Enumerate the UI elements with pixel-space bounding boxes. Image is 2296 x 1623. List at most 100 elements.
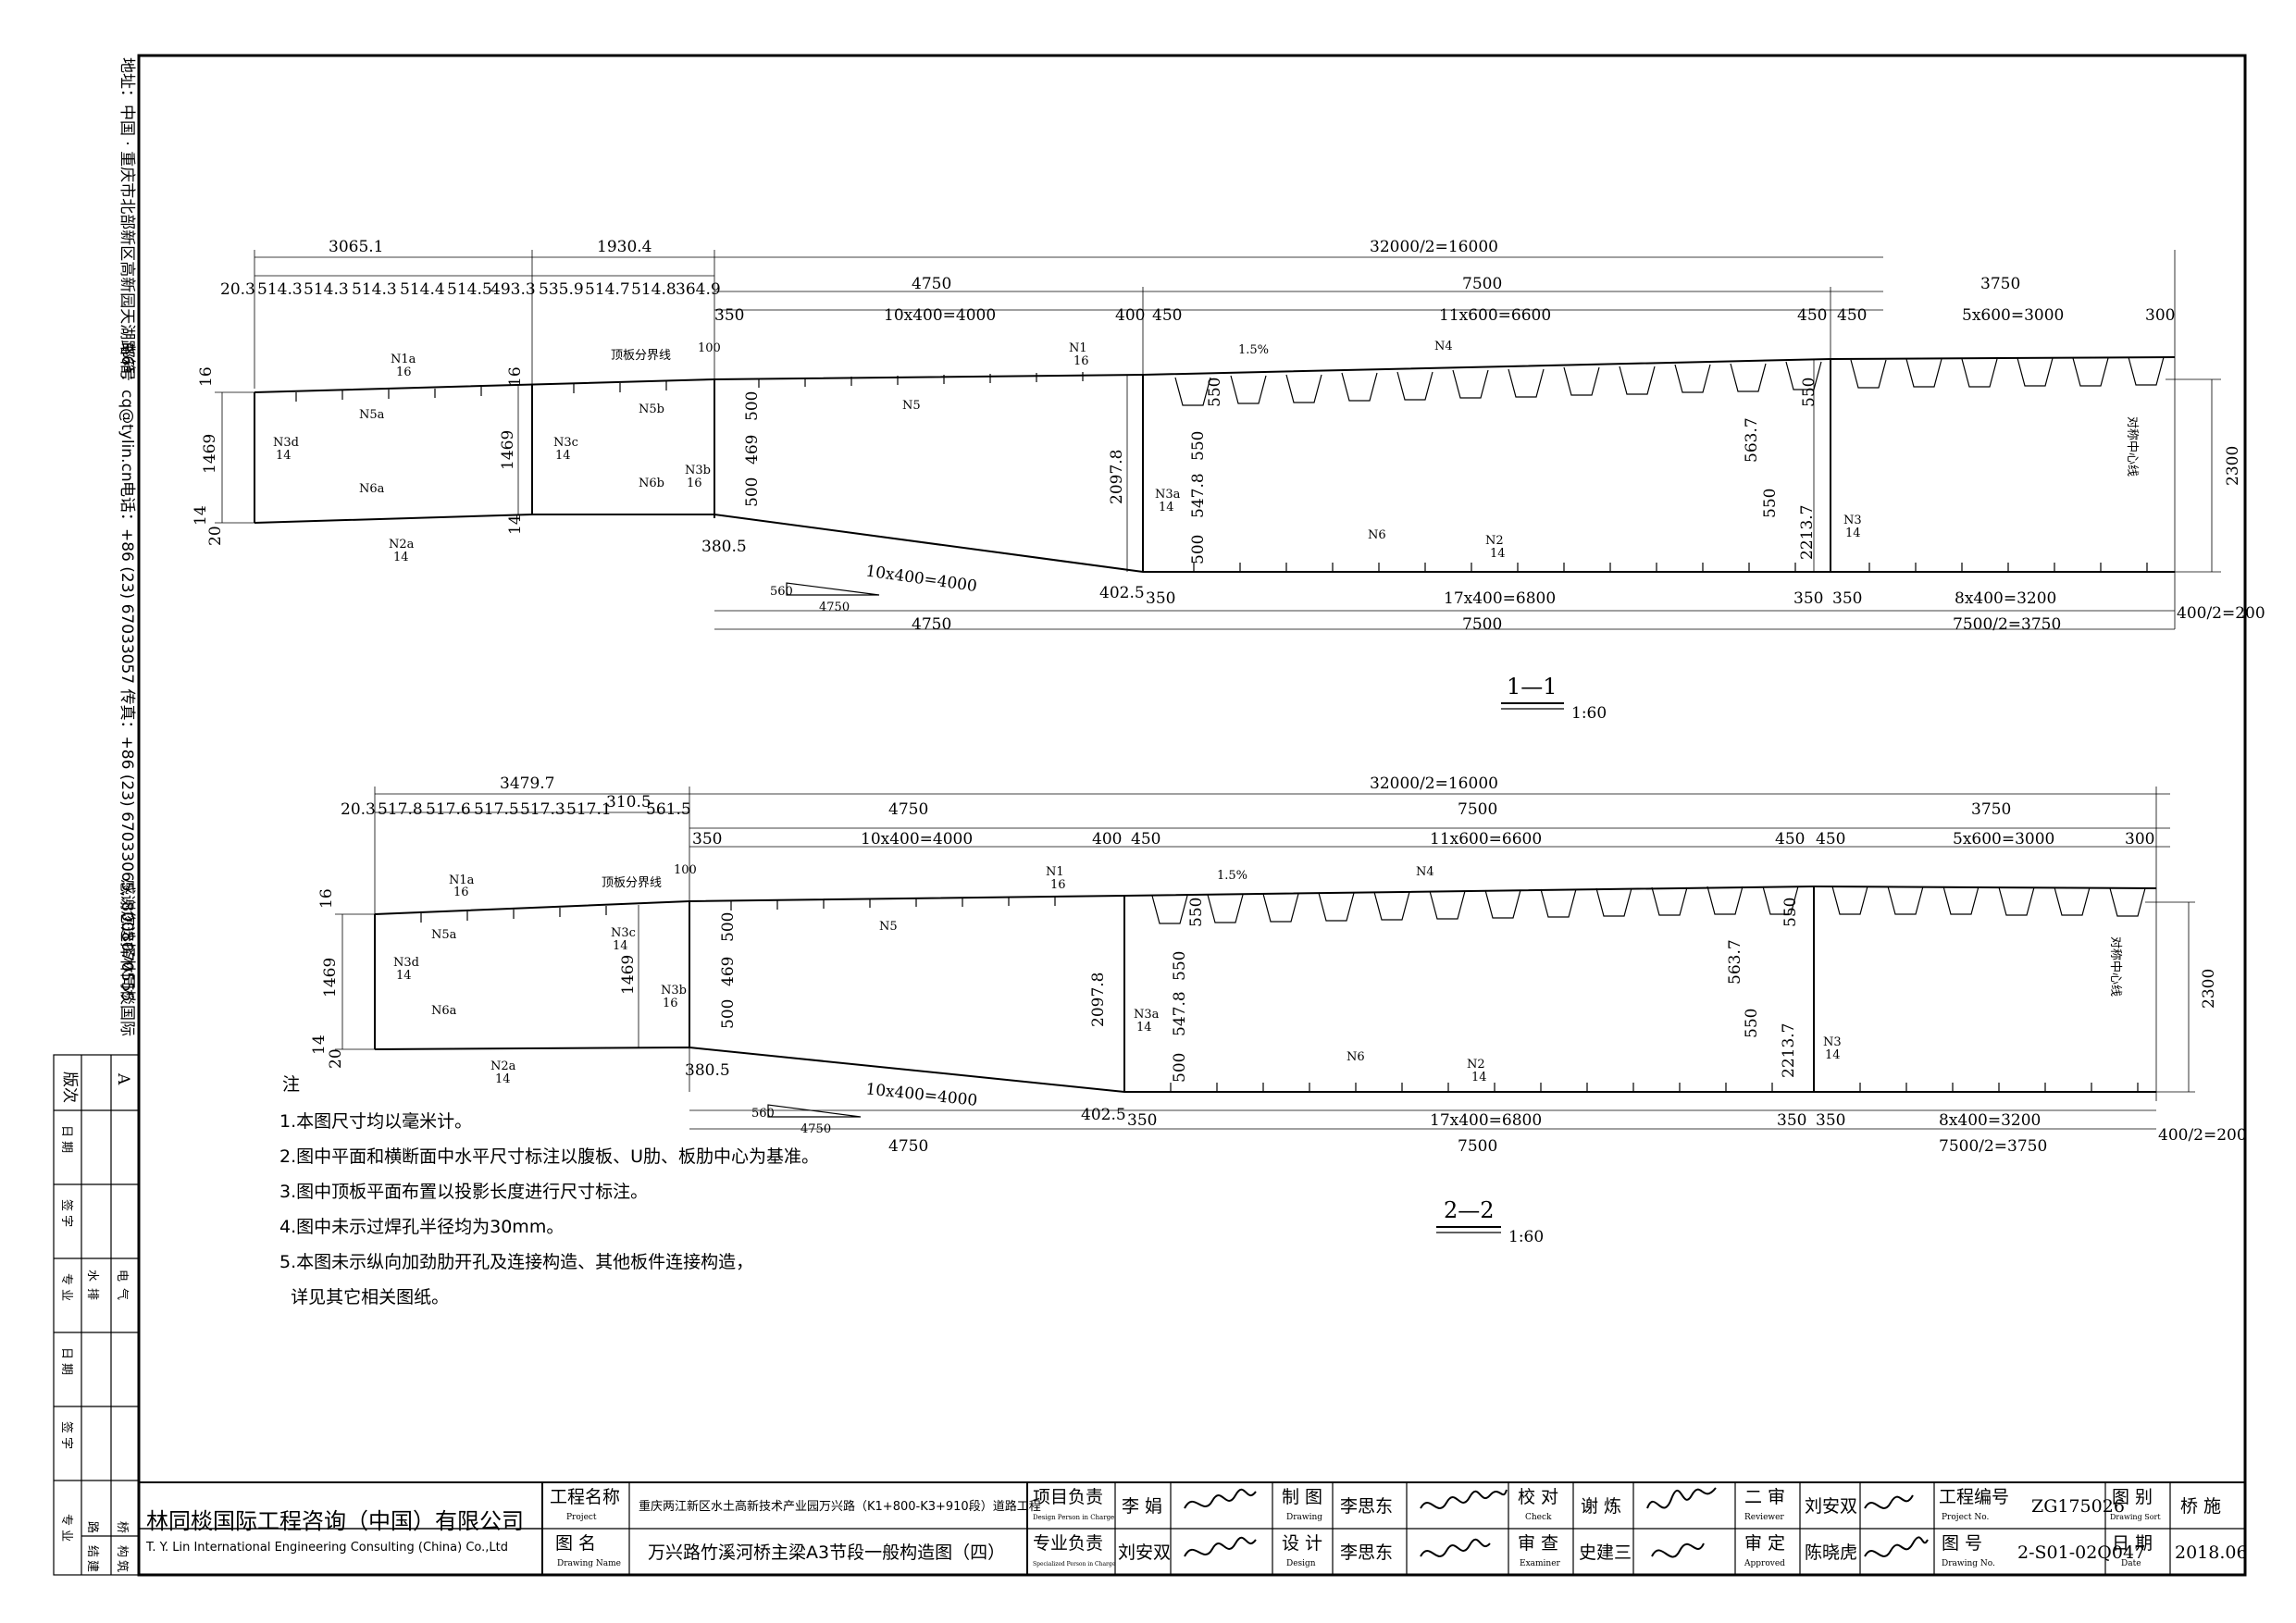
svg-text:10x400=4000: 10x400=4000 [884, 306, 996, 325]
svg-text:16: 16 [1074, 354, 1089, 368]
svg-text:气: 气 [115, 1288, 130, 1300]
svg-text:项目负责: 项目负责 [1033, 1487, 1103, 1507]
svg-text:14: 14 [555, 449, 571, 463]
signature-drawing [1184, 1488, 1257, 1557]
svg-text:14: 14 [1490, 547, 1506, 561]
svg-text:建: 建 [85, 1560, 99, 1572]
svg-text:1469: 1469 [201, 434, 219, 474]
svg-text:450: 450 [1797, 306, 1827, 325]
svg-text:N5b: N5b [639, 403, 664, 416]
title-block: 林同棪国际工程咨询（中国）有限公司 T. Y. Lin Internationa… [138, 1481, 2248, 1576]
sec1-dim-lines [254, 250, 2221, 630]
svg-text:专业负责: 专业负责 [1033, 1533, 1103, 1554]
svg-text:10x400=4000: 10x400=4000 [864, 1080, 978, 1110]
svg-text:550: 550 [1743, 1009, 1761, 1038]
svg-text:16: 16 [506, 366, 525, 387]
svg-text:Design Person in Charge: Design Person in Charge [1033, 1514, 1114, 1521]
sec1-seg-dims: 20.3 514.3 514.3 514.3 514.4 514.5 493.3… [220, 280, 721, 299]
svg-text:14: 14 [506, 514, 525, 535]
svg-text:2097.8: 2097.8 [1108, 450, 1126, 504]
svg-text:32000/2=16000: 32000/2=16000 [1370, 774, 1498, 793]
svg-text:14: 14 [495, 1072, 511, 1086]
svg-text:李 娟: 李 娟 [1122, 1496, 1162, 1517]
svg-text:Drawing: Drawing [1286, 1513, 1322, 1522]
svg-text:签 字: 签 字 [59, 1199, 74, 1227]
sec1-plates [254, 356, 2176, 573]
svg-text:N3a: N3a [1134, 1008, 1160, 1022]
svg-text:排: 排 [85, 1288, 99, 1300]
svg-text:路: 路 [85, 1521, 100, 1533]
svg-text:N6a: N6a [431, 1004, 457, 1018]
svg-text:Design: Design [1286, 1559, 1316, 1568]
svg-text:Project No.: Project No. [1942, 1513, 1990, 1522]
svg-text:517.6: 517.6 [426, 800, 471, 819]
svg-text:563.7: 563.7 [1743, 417, 1761, 463]
svg-text:图 名: 图 名 [555, 1533, 596, 1554]
svg-text:N6a: N6a [359, 482, 385, 496]
side-mail: 邮箱：cq@tylin.cn [118, 342, 136, 482]
svg-text:2213.7: 2213.7 [1798, 505, 1817, 560]
svg-text:517.5: 517.5 [474, 800, 519, 819]
svg-text:Date: Date [2121, 1559, 2141, 1568]
svg-text:结: 结 [85, 1545, 99, 1557]
svg-text:图 别: 图 别 [2112, 1487, 2153, 1507]
company-name-en: T. Y. Lin International Engineering Cons… [145, 1541, 508, 1555]
svg-text:402.5: 402.5 [1099, 584, 1145, 602]
svg-text:300: 300 [2145, 306, 2175, 325]
svg-text:450: 450 [1837, 306, 1867, 325]
svg-text:20.3: 20.3 [341, 800, 376, 819]
svg-text:550: 550 [1187, 898, 1206, 927]
svg-text:3.图中顶板平面布置以投影长度进行尺寸标注。: 3.图中顶板平面布置以投影长度进行尺寸标注。 [279, 1182, 648, 1202]
sec1-dim-1930: 1930.4 [597, 238, 652, 256]
svg-text:300: 300 [2125, 830, 2154, 849]
section-2-2: 3479.7 32000/2=16000 20.3 517.8 517.6 51… [310, 774, 2247, 1246]
svg-text:14: 14 [1845, 527, 1861, 540]
svg-text:400/2=200: 400/2=200 [2158, 1126, 2247, 1145]
svg-text:李思东: 李思东 [1340, 1542, 1393, 1563]
side-thanks: 感谢您选择林同棪国际 [118, 879, 136, 1036]
svg-text:4.图中未示过焊孔半径均为30mm。: 4.图中未示过焊孔半径均为30mm。 [279, 1217, 564, 1237]
svg-text:350: 350 [714, 306, 744, 325]
svg-text:4750: 4750 [800, 1122, 831, 1136]
svg-text:N5a: N5a [431, 928, 457, 942]
svg-text:4750: 4750 [912, 615, 951, 634]
svg-text:李思东: 李思东 [1340, 1496, 1393, 1517]
svg-text:7500: 7500 [1458, 800, 1497, 819]
svg-text:陈晓虎: 陈晓虎 [1805, 1542, 1857, 1563]
svg-text:17x400=6800: 17x400=6800 [1430, 1111, 1542, 1130]
svg-text:工程名称: 工程名称 [550, 1487, 620, 1507]
svg-text:图 号: 图 号 [1942, 1533, 1982, 1554]
svg-text:550: 550 [1206, 378, 1224, 407]
svg-text:550: 550 [1800, 378, 1818, 407]
svg-text:顶板分界线: 顶板分界线 [602, 876, 662, 890]
svg-text:550: 550 [1781, 898, 1800, 927]
company-name-cn: 林同棪国际工程咨询（中国）有限公司 [146, 1508, 524, 1534]
svg-text:8x400=3200: 8x400=3200 [1955, 589, 2056, 608]
svg-text:550: 550 [1761, 489, 1780, 518]
svg-text:547.8: 547.8 [1171, 991, 1189, 1036]
svg-text:100: 100 [674, 863, 697, 877]
svg-text:N2a: N2a [389, 538, 415, 551]
svg-text:350: 350 [1832, 589, 1862, 608]
svg-text:2300: 2300 [2200, 969, 2218, 1009]
svg-text:14: 14 [276, 449, 292, 463]
svg-text:版次: 版次 [60, 1072, 79, 1103]
svg-text:3750: 3750 [1980, 275, 2020, 293]
project-name: 重庆两江新区水土高新技术产业园万兴路（K1+800-K3+910段）道路工程 [639, 1499, 1041, 1514]
svg-text:7500: 7500 [1462, 615, 1502, 634]
svg-text:Check: Check [1525, 1513, 1552, 1522]
svg-text:514.3: 514.3 [304, 280, 349, 299]
svg-text:7500: 7500 [1462, 275, 1502, 293]
signature-check [1646, 1487, 1717, 1558]
svg-text:350: 350 [1146, 589, 1175, 608]
svg-text:14: 14 [613, 939, 628, 953]
svg-text:514.7: 514.7 [585, 280, 630, 299]
svg-text:17x400=6800: 17x400=6800 [1444, 589, 1556, 608]
notes-heading: 注 [282, 1074, 300, 1095]
svg-text:561.5: 561.5 [646, 800, 691, 819]
svg-text:专 业: 专 业 [59, 1273, 73, 1301]
svg-text:14: 14 [1159, 501, 1174, 514]
svg-text:A: A [114, 1072, 132, 1085]
svg-text:560: 560 [770, 585, 793, 599]
